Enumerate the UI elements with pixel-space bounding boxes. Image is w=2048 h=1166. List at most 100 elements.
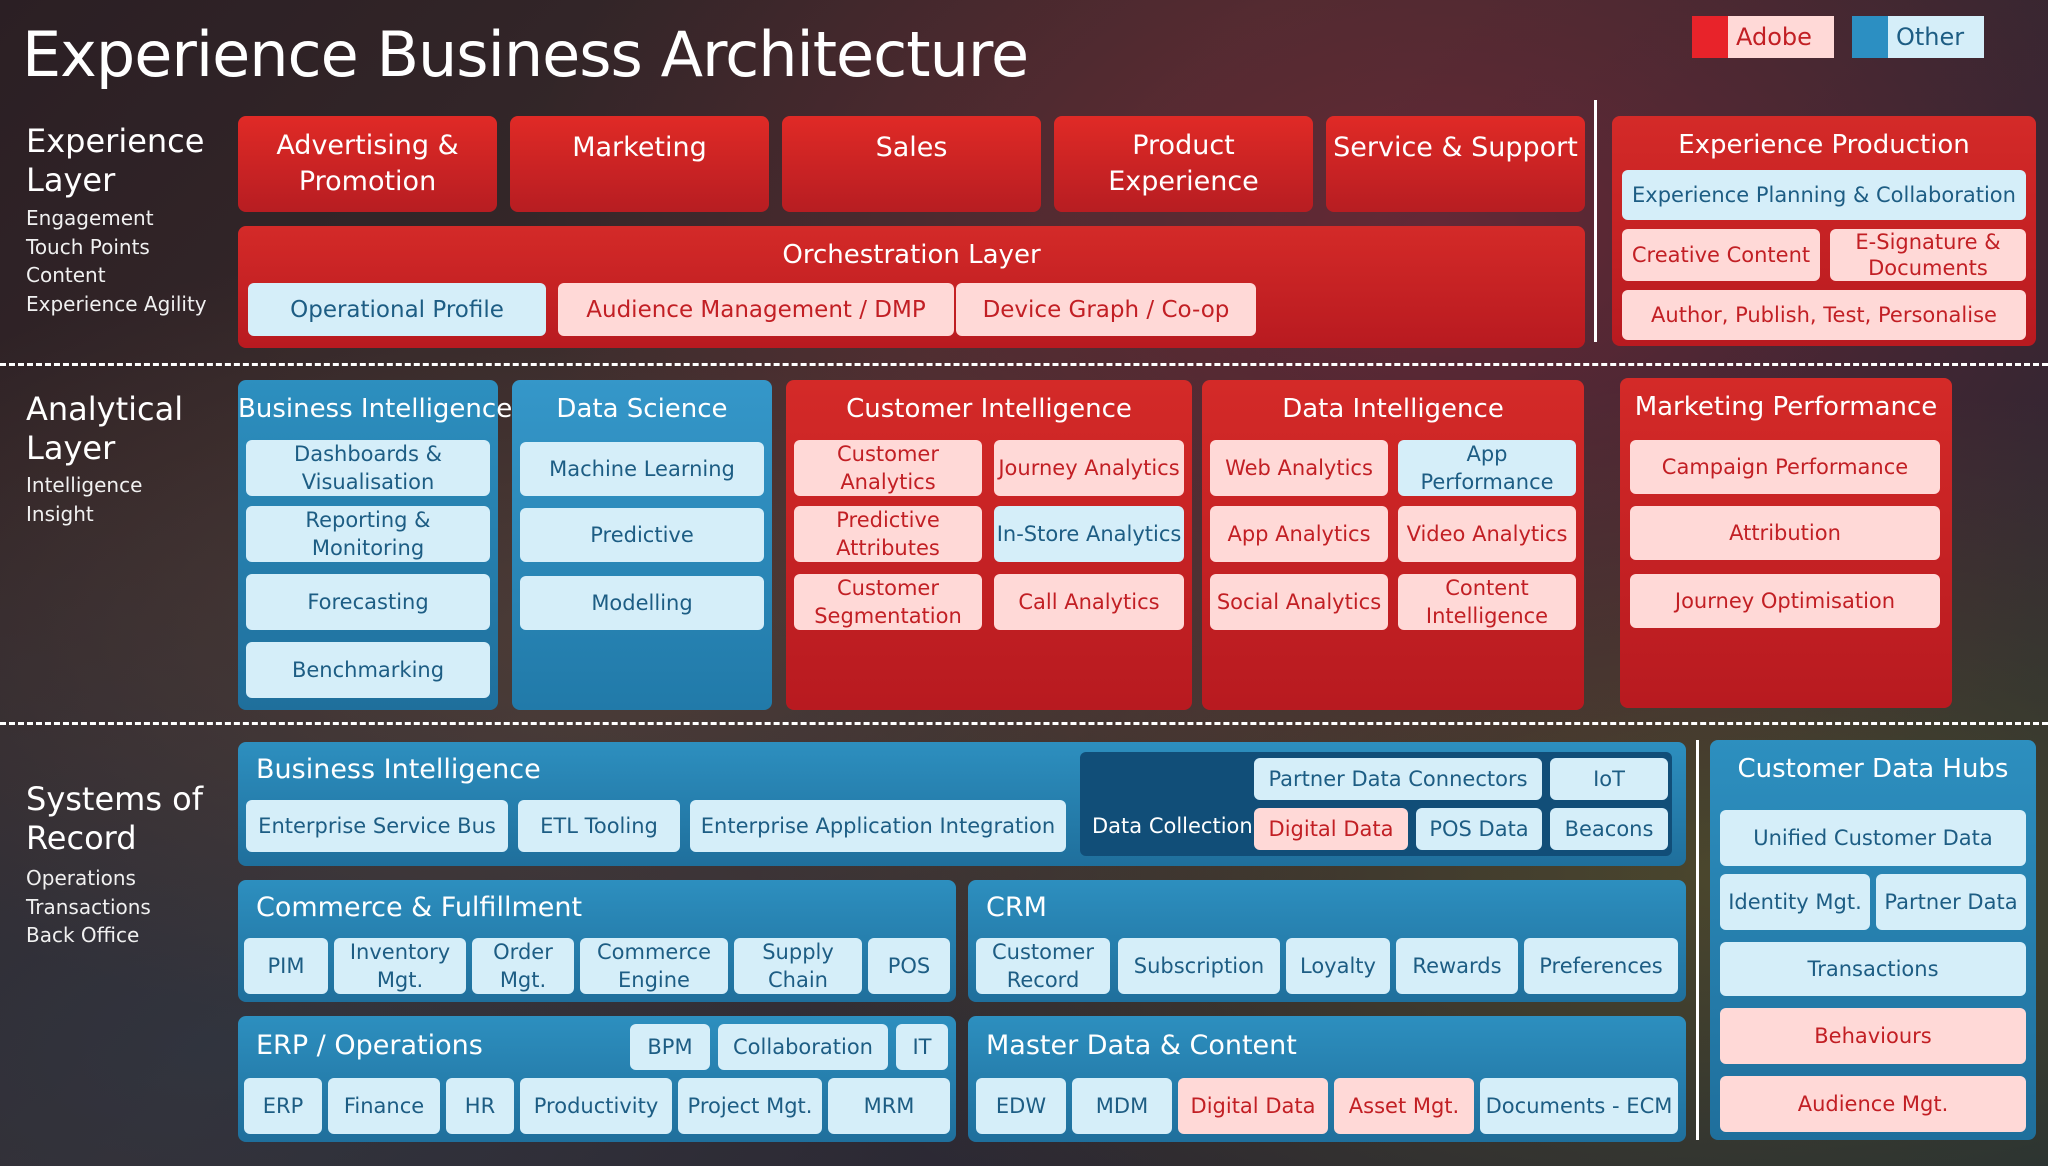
bi-analytical-title: Business Intelligence bbox=[238, 394, 513, 424]
content-intelligence-box: Content Intelligence bbox=[1398, 574, 1576, 630]
layer-divider bbox=[0, 363, 2048, 366]
creative-content-box: Creative Content bbox=[1622, 229, 1820, 281]
journey-optimisation-box: Journey Optimisation bbox=[1630, 574, 1940, 628]
advertising-promotion-panel: Advertising & Promotion bbox=[238, 116, 497, 212]
bi-systems-title: Business Intelligence bbox=[256, 754, 541, 785]
customer-intelligence-title: Customer Intelligence bbox=[846, 394, 1132, 424]
predictive-box: Predictive bbox=[520, 508, 764, 562]
sub-item: Intelligence bbox=[26, 473, 143, 497]
benchmarking-box: Benchmarking bbox=[246, 642, 490, 698]
device-graph-box: Device Graph / Co-op bbox=[956, 283, 1256, 336]
rewards-box: Rewards bbox=[1396, 938, 1518, 994]
sub-item: Insight bbox=[26, 501, 94, 526]
reporting-box: Reporting & Monitoring bbox=[246, 506, 490, 562]
transactions-box: Transactions bbox=[1720, 942, 2026, 996]
marketing-performance-title: Marketing Performance bbox=[1634, 392, 1938, 422]
legend-adobe-label: Adobe bbox=[1728, 16, 1834, 58]
dashboards-box: Dashboards & Visualisation bbox=[246, 440, 490, 496]
service-support-panel: Service & Support bbox=[1326, 116, 1585, 212]
customer-data-hubs-title: Customer Data Hubs bbox=[1737, 754, 2009, 784]
it-box: IT bbox=[896, 1024, 948, 1070]
in-store-analytics-box: In-Store Analytics bbox=[994, 506, 1184, 562]
partner-data-connectors-box: Partner Data Connectors bbox=[1254, 758, 1542, 800]
sub-item: Content bbox=[26, 263, 106, 287]
section-divider bbox=[1696, 740, 1699, 1140]
journey-analytics-box: Journey Analytics bbox=[994, 440, 1184, 496]
data-collection-label: Data Collection bbox=[1092, 814, 1253, 838]
documents-ecm-box: Documents - ECM bbox=[1480, 1078, 1678, 1134]
customer-record-box: Customer Record bbox=[976, 938, 1110, 994]
edw-box: EDW bbox=[976, 1078, 1066, 1134]
forecasting-box: Forecasting bbox=[246, 574, 490, 630]
mrm-box: MRM bbox=[828, 1078, 950, 1134]
legend-adobe: Adobe bbox=[1692, 16, 1834, 58]
asset-mgt-box: Asset Mgt. bbox=[1334, 1078, 1474, 1134]
productivity-box: Productivity bbox=[520, 1078, 672, 1134]
campaign-performance-box: Campaign Performance bbox=[1630, 440, 1940, 494]
pos-box: POS bbox=[868, 938, 950, 994]
sub-item: Operations bbox=[26, 866, 136, 890]
data-intelligence-title: Data Intelligence bbox=[1282, 394, 1504, 424]
machine-learning-box: Machine Learning bbox=[520, 442, 764, 496]
experience-planning-box: Experience Planning & Collaboration bbox=[1622, 170, 2026, 220]
pim-box: PIM bbox=[244, 938, 328, 994]
customer-segmentation-box: Customer Segmentation bbox=[794, 574, 982, 630]
commerce-engine-box: Commerce Engine bbox=[580, 938, 728, 994]
legend-other-label: Other bbox=[1888, 16, 1984, 58]
product-experience-panel: Product Experience bbox=[1054, 116, 1313, 212]
crm-title: CRM bbox=[986, 892, 1047, 923]
call-analytics-box: Call Analytics bbox=[994, 574, 1184, 630]
beacons-box: Beacons bbox=[1550, 808, 1668, 850]
audience-management-box: Audience Management / DMP bbox=[558, 283, 954, 336]
audience-mgt-box: Audience Mgt. bbox=[1720, 1076, 2026, 1132]
eai-box: Enterprise Application Integration bbox=[690, 800, 1066, 852]
experience-production-title: Experience Production bbox=[1678, 130, 1970, 160]
app-performance-box: App Performance bbox=[1398, 440, 1576, 496]
digital-data-box: Digital Data bbox=[1254, 808, 1408, 850]
unified-customer-data-box: Unified Customer Data bbox=[1720, 810, 2026, 866]
sub-item: Engagement bbox=[26, 206, 154, 230]
iot-box: IoT bbox=[1550, 758, 1668, 800]
legend-other: Other bbox=[1852, 16, 1984, 58]
sub-item: Transactions bbox=[26, 894, 151, 919]
commerce-title: Commerce & Fulfillment bbox=[256, 892, 583, 923]
preferences-box: Preferences bbox=[1524, 938, 1678, 994]
identity-mgt-box: Identity Mgt. bbox=[1720, 874, 1870, 930]
analytical-layer-sub: Intelligence Insight bbox=[26, 471, 142, 528]
sales-panel: Sales bbox=[782, 116, 1041, 212]
section-divider bbox=[1594, 100, 1597, 342]
experience-layer-sub: Engagement Touch Points Content Experien… bbox=[26, 204, 207, 318]
sub-item: Touch Points bbox=[26, 234, 150, 259]
web-analytics-box: Web Analytics bbox=[1210, 440, 1388, 496]
inventory-mgt-box: Inventory Mgt. bbox=[334, 938, 466, 994]
app-analytics-box: App Analytics bbox=[1210, 506, 1388, 562]
systems-layer-sub: Operations Transactions Back Office bbox=[26, 864, 151, 950]
attribution-box: Attribution bbox=[1630, 506, 1940, 560]
master-data-title: Master Data & Content bbox=[986, 1030, 1297, 1061]
erp-title: ERP / Operations bbox=[256, 1030, 483, 1061]
digital-data-mdc-box: Digital Data bbox=[1178, 1078, 1328, 1134]
project-mgt-box: Project Mgt. bbox=[678, 1078, 822, 1134]
marketing-panel: Marketing bbox=[510, 116, 769, 212]
partner-data-box: Partner Data bbox=[1876, 874, 2026, 930]
author-publish-box: Author, Publish, Test, Personalise bbox=[1622, 290, 2026, 340]
analytical-layer-title: Analytical Layer bbox=[26, 390, 184, 467]
supply-chain-box: Supply Chain bbox=[734, 938, 862, 994]
layer-divider bbox=[0, 722, 2048, 725]
subscription-box: Subscription bbox=[1118, 938, 1280, 994]
customer-data-hubs-panel: Customer Data Hubs bbox=[1710, 740, 2036, 1140]
page-title: Experience Business Architecture bbox=[22, 18, 1029, 91]
sub-item: Back Office bbox=[26, 923, 140, 947]
experience-layer-title: Experience Layer bbox=[26, 122, 205, 199]
collaboration-box: Collaboration bbox=[718, 1024, 888, 1070]
behaviours-box: Behaviours bbox=[1720, 1008, 2026, 1064]
order-mgt-box: Order Mgt. bbox=[472, 938, 574, 994]
erp-box: ERP bbox=[244, 1078, 322, 1134]
operational-profile-box: Operational Profile bbox=[248, 283, 546, 336]
finance-box: Finance bbox=[328, 1078, 440, 1134]
predictive-attributes-box: Predictive Attributes bbox=[794, 506, 982, 562]
social-analytics-box: Social Analytics bbox=[1210, 574, 1388, 630]
systems-layer-title: Systems of Record bbox=[26, 780, 204, 857]
enterprise-service-bus-box: Enterprise Service Bus bbox=[246, 800, 508, 852]
